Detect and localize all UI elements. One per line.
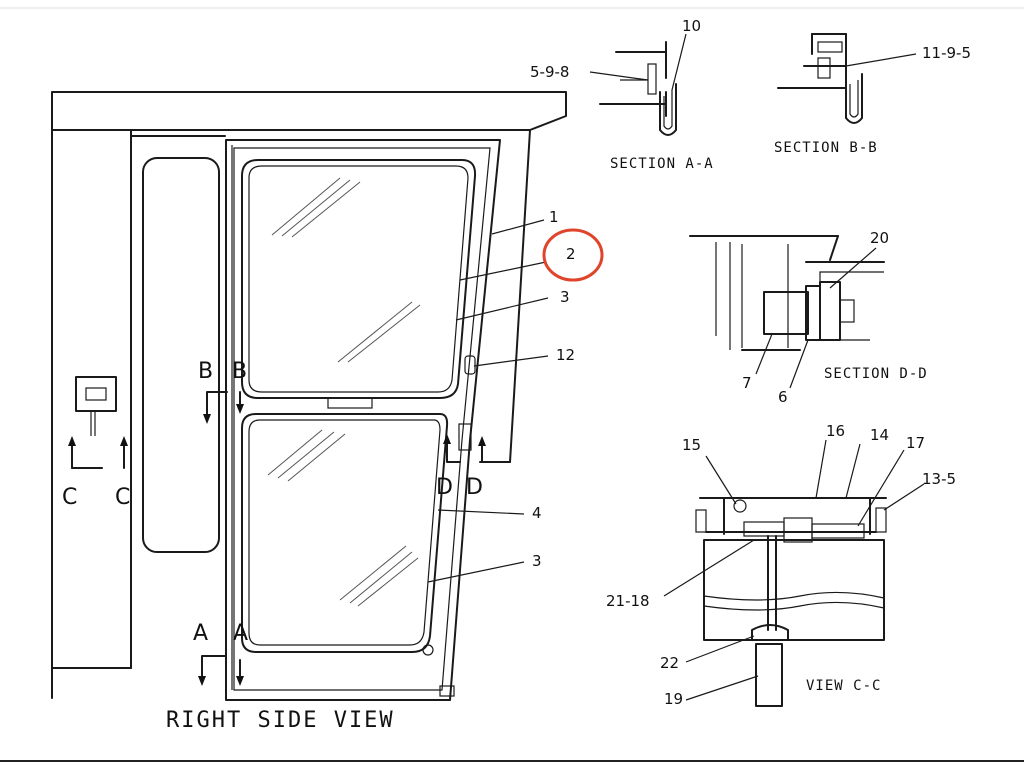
section-marker-c-right: C — [115, 485, 130, 510]
section-marker-c-left: C — [62, 485, 77, 510]
section-d-d-title: SECTION D-D — [824, 366, 928, 382]
callout-21-18: 21-18 — [606, 592, 650, 610]
callout-3-upper: 3 — [560, 288, 570, 306]
cab-roof — [51, 91, 567, 131]
callout-11-9-5: 11-9-5 — [922, 44, 971, 62]
section-a-a-drawing — [589, 33, 687, 136]
section-marker-d-left: D — [436, 475, 453, 500]
callout-20: 20 — [870, 229, 889, 247]
callout-4: 4 — [532, 504, 542, 522]
callout-6: 6 — [778, 388, 788, 406]
right-side-view-title: RIGHT SIDE VIEW — [166, 708, 395, 733]
section-marker-b-left: B — [198, 359, 213, 384]
callout-2: 2 — [566, 245, 576, 263]
section-marker-a-right: A — [233, 621, 248, 646]
highlight-circle — [542, 228, 604, 282]
section-a-a-title: SECTION A-A — [610, 156, 714, 172]
callout-10: 10 — [682, 17, 701, 35]
callout-19: 19 — [664, 690, 683, 708]
section-b-b-drawing — [777, 33, 917, 124]
callout-1: 1 — [549, 208, 559, 226]
lower-door-glass — [241, 413, 449, 653]
callout-12: 12 — [556, 346, 575, 364]
section-d-d-drawing — [689, 235, 885, 389]
section-b-b-title: SECTION B-B — [774, 140, 878, 156]
callout-22: 22 — [660, 654, 679, 672]
section-marker-b-right: B — [232, 359, 247, 384]
right-side-view — [51, 91, 567, 701]
callout-17: 17 — [906, 434, 925, 452]
view-c-c-title: VIEW C-C — [806, 678, 881, 694]
rear-latch — [75, 376, 117, 412]
latch-body — [763, 291, 809, 335]
rear-window — [142, 157, 220, 553]
upper-door-glass — [241, 159, 477, 399]
section-marker-d-right: D — [466, 475, 483, 500]
callout-5-9-8: 5-9-8 — [530, 63, 569, 81]
callout-16: 16 — [826, 422, 845, 440]
callout-7: 7 — [742, 374, 752, 392]
frame-rail — [703, 539, 885, 641]
callout-3-lower: 3 — [532, 552, 542, 570]
section-marker-a-left: A — [193, 621, 208, 646]
view-c-c-drawing — [663, 439, 925, 707]
callout-13-5: 13-5 — [922, 470, 956, 488]
callout-14: 14 — [870, 426, 889, 444]
callout-15: 15 — [682, 436, 701, 454]
